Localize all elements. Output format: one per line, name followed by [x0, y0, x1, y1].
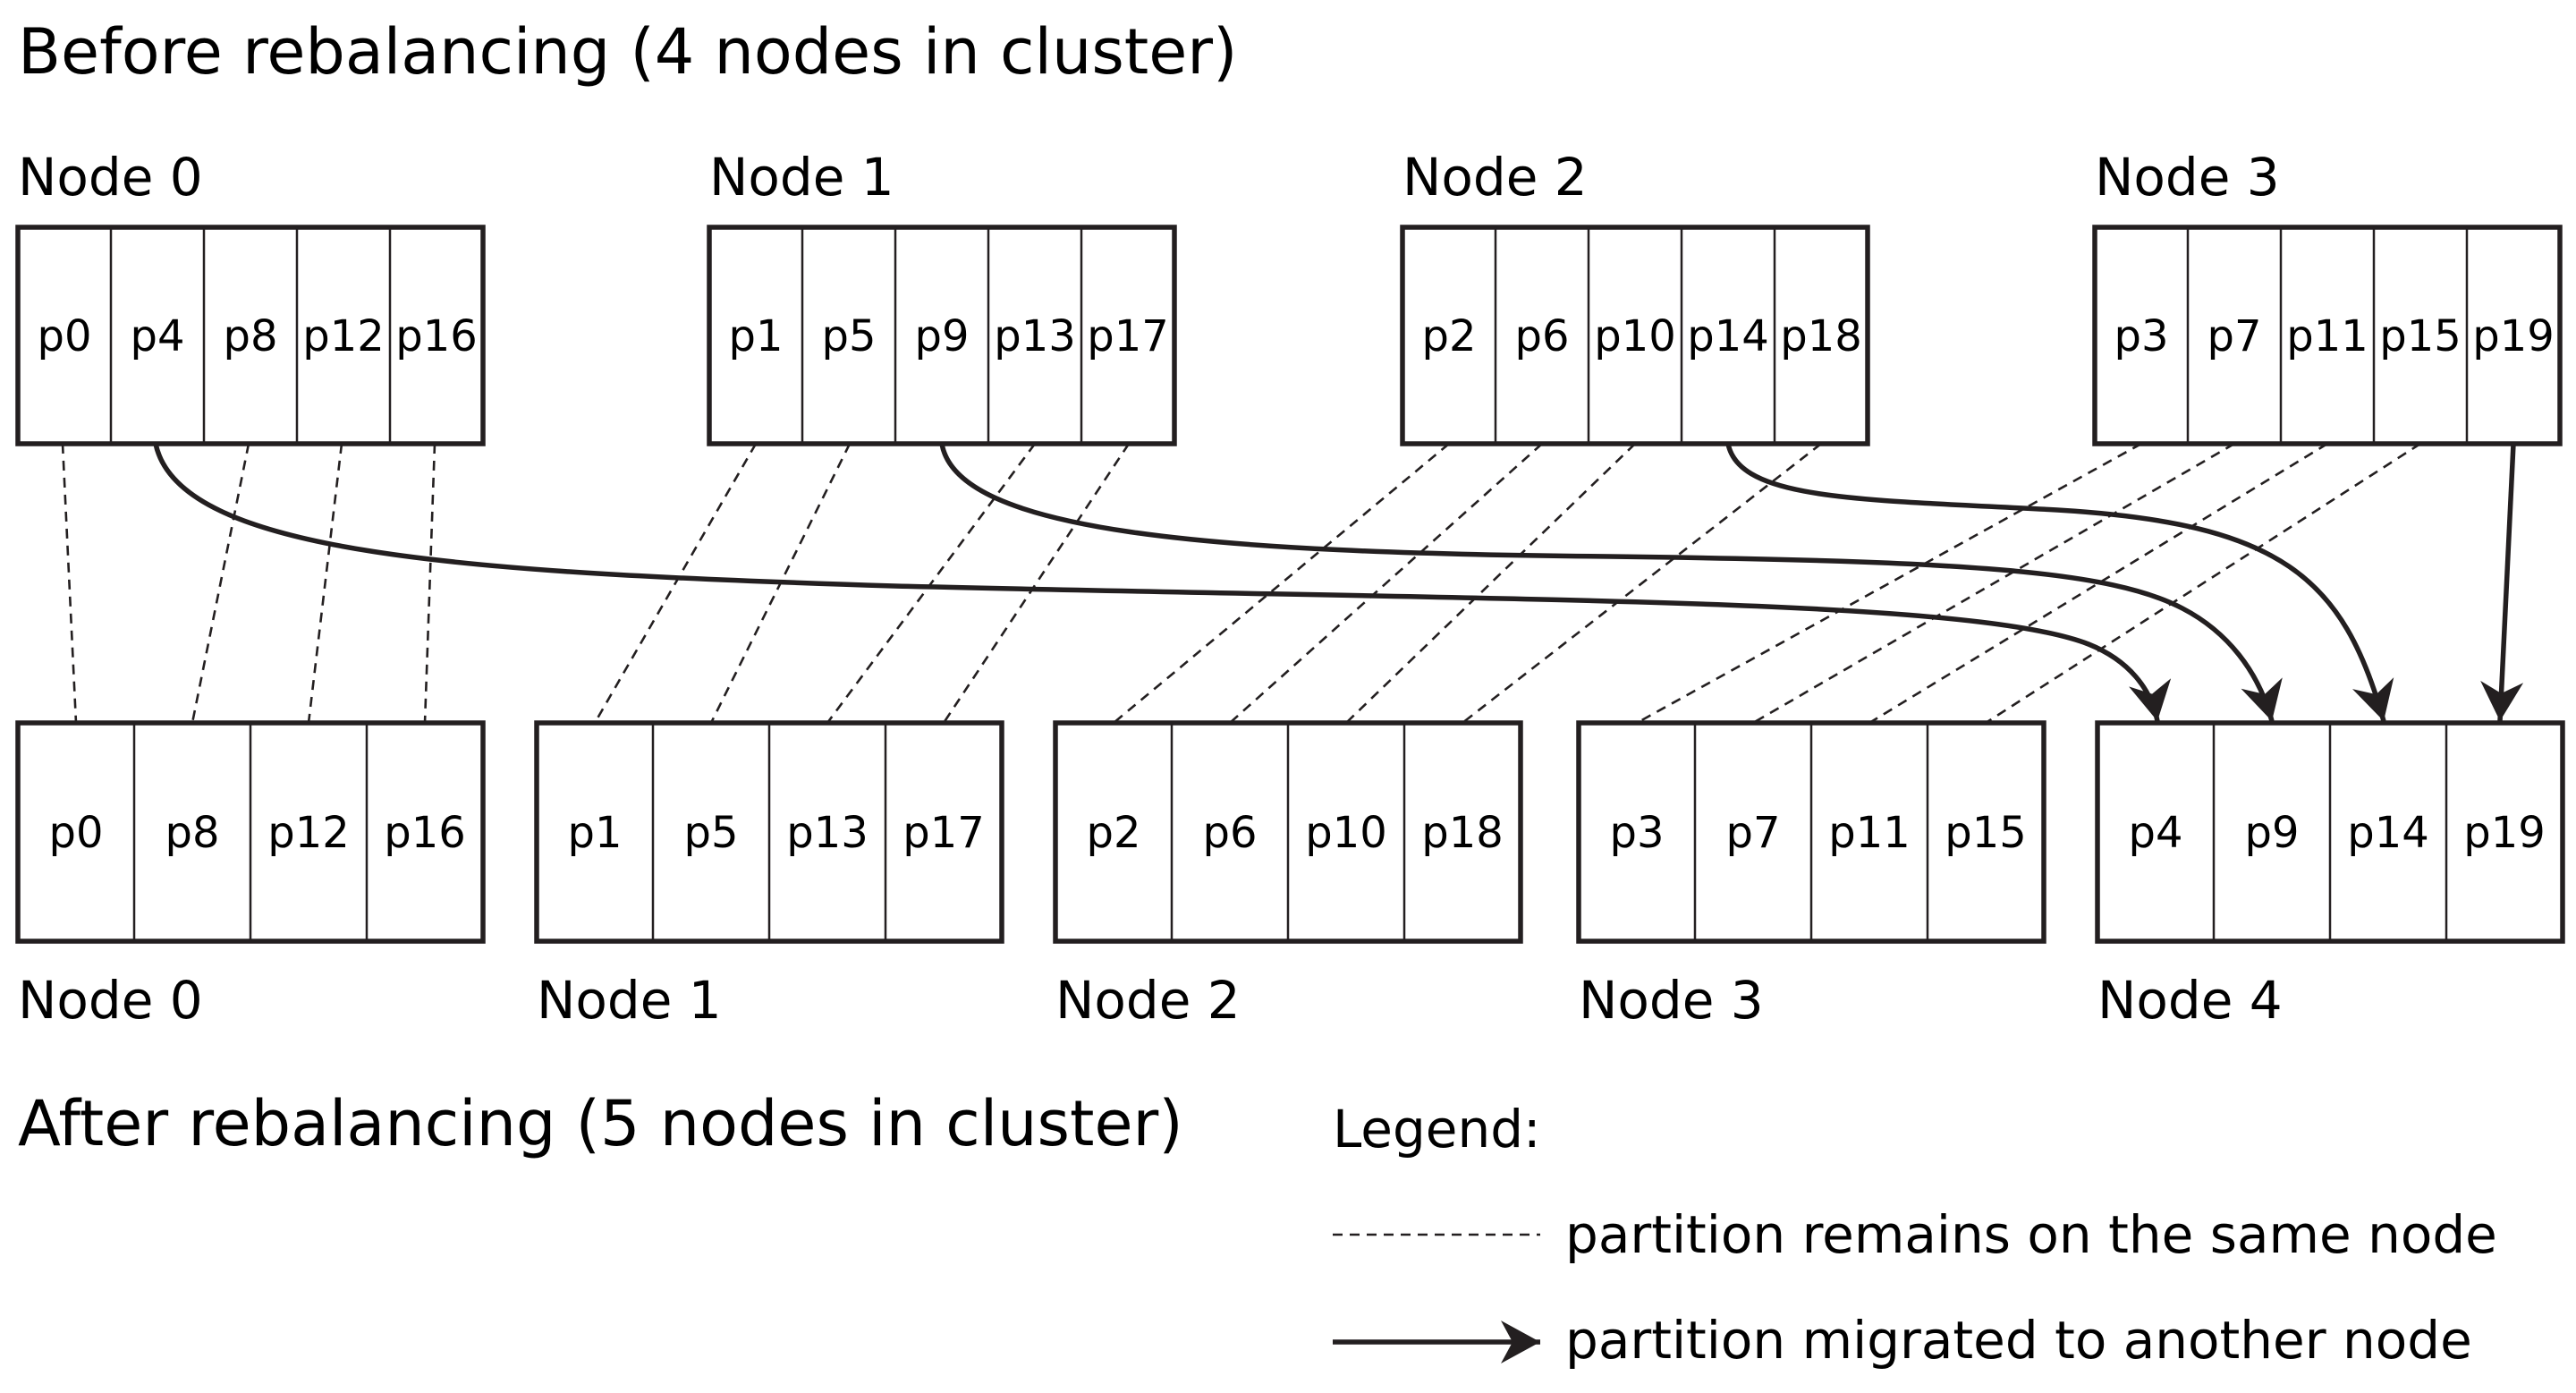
partition-p0: p0	[48, 808, 103, 858]
arrow-p9-to-node4	[939, 443, 2283, 722]
partition-p10: p10	[1305, 808, 1387, 858]
dashed-line-p2	[1113, 443, 1450, 724]
partition-p16: p16	[395, 311, 478, 361]
dashed-line-p13	[826, 443, 1037, 724]
partition-p8: p8	[165, 808, 219, 858]
dashed-line-p7	[1752, 442, 2235, 725]
dashed-line-p16	[423, 443, 436, 724]
partition-p10: p10	[1594, 311, 1676, 361]
partition-p14: p14	[2347, 808, 2429, 858]
after-node-4-label: Node 4	[2097, 970, 2283, 1031]
partition-p17: p17	[902, 808, 985, 858]
before-node-3-label: Node 3	[2095, 147, 2280, 208]
arrow-p19-to-node4	[2480, 443, 2524, 722]
before-node-2-label: Node 2	[1402, 147, 1588, 208]
after-node-2: Node 2 p2 p6 p10 p18	[1053, 720, 1523, 1031]
arrow-p4-to-node4	[153, 443, 2172, 722]
partition-p15: p15	[2379, 311, 2462, 361]
partition-p15: p15	[1945, 808, 2027, 858]
legend-arrow-label: partition migrated to another node	[1565, 1310, 2472, 1371]
partition-p13: p13	[994, 311, 1076, 361]
after-node-0-label: Node 0	[18, 970, 203, 1031]
dashed-line-p0	[61, 443, 78, 724]
partition-p9: p9	[2244, 808, 2299, 858]
partition-p8: p8	[223, 311, 277, 361]
before-node-1-label: Node 1	[709, 147, 894, 208]
after-node-1: Node 1 p1 p5 p13 p17	[534, 720, 1004, 1031]
partition-p12: p12	[267, 808, 350, 858]
partition-p13: p13	[786, 808, 869, 858]
partition-p7: p7	[1725, 808, 1780, 858]
after-node-3: Node 3 p3 p7 p11 p15	[1576, 720, 2046, 1031]
dashed-line-p8	[191, 443, 250, 724]
before-node-0-box	[15, 225, 486, 446]
partition-p19: p19	[2472, 311, 2555, 361]
dashed-line-p6	[1229, 443, 1543, 724]
after-node-3-label: Node 3	[1579, 970, 1764, 1031]
partition-p7: p7	[2207, 311, 2261, 361]
after-heading: After rebalancing (5 nodes in cluster)	[18, 1087, 1183, 1160]
after-node-1-label: Node 1	[537, 970, 722, 1031]
partition-p4: p4	[2128, 808, 2182, 858]
before-heading: Before rebalancing (4 nodes in cluster)	[18, 15, 1237, 89]
dashed-line-p17	[942, 443, 1131, 724]
partition-p3: p3	[1609, 808, 1664, 858]
partition-p0: p0	[37, 311, 91, 361]
partition-p11: p11	[2286, 311, 2368, 361]
dashed-line-p15	[1985, 442, 2421, 725]
before-node-0-label: Node 0	[18, 147, 203, 208]
partition-p12: p12	[302, 311, 385, 361]
partition-p5: p5	[683, 808, 738, 858]
after-node-0: Node 0 p0 p8 p12 p16	[15, 720, 486, 1031]
partition-p2: p2	[1421, 311, 1476, 361]
dashed-line-p1	[593, 443, 758, 724]
dashed-line-p3	[1636, 442, 2142, 725]
partition-p6: p6	[1202, 808, 1257, 858]
partition-p18: p18	[1421, 808, 1504, 858]
dashed-line-p18	[1462, 442, 1822, 725]
partition-p9: p9	[914, 311, 969, 361]
partition-p2: p2	[1086, 808, 1140, 858]
partition-p4: p4	[130, 311, 184, 361]
dashed-line-p11	[1868, 442, 2328, 725]
partition-p6: p6	[1514, 311, 1569, 361]
partition-p1: p1	[728, 311, 783, 361]
dashed-line-p12	[307, 443, 343, 724]
partition-p1: p1	[567, 808, 622, 858]
unmoved-partition-lines	[61, 442, 2421, 725]
legend-dashed-label: partition remains on the same node	[1565, 1204, 2497, 1265]
arrow-p14-to-node4	[1725, 443, 2394, 722]
legend: Legend: partition remains on the same no…	[1333, 1099, 2497, 1371]
partition-p17: p17	[1087, 311, 1169, 361]
after-node-2-label: Node 2	[1055, 970, 1241, 1031]
partition-p16: p16	[384, 808, 466, 858]
partition-p14: p14	[1687, 311, 1769, 361]
partition-p11: p11	[1828, 808, 1911, 858]
migrated-partition-arrows	[153, 443, 2524, 722]
partition-p3: p3	[2114, 311, 2168, 361]
dashed-line-p10	[1345, 443, 1636, 724]
partition-p18: p18	[1780, 311, 1862, 361]
partition-p19: p19	[2463, 808, 2546, 858]
after-node-4: Node 4 p4 p9 p14 p19	[2095, 720, 2565, 1031]
partition-p5: p5	[821, 311, 876, 361]
legend-title: Legend:	[1333, 1099, 1541, 1159]
